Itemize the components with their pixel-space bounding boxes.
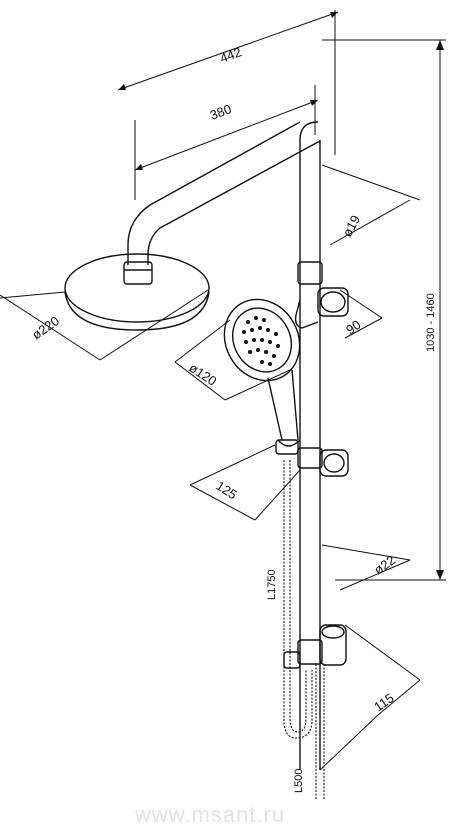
label-pipe-diameter-upper: ø19 (339, 213, 363, 240)
hand-shower-holder (294, 287, 349, 329)
label-arm-reach: 380 (208, 101, 234, 123)
label-spout-hose-length: L500 (293, 769, 305, 793)
watermark-text: www.msant.ru (134, 802, 285, 827)
hand-shower-handle (267, 369, 301, 455)
lower-slider (297, 447, 349, 477)
hand-shower-nozzles (242, 316, 280, 366)
label-hand-shower-length: 125 (213, 478, 239, 502)
label-holder-offset: 90 (343, 317, 363, 338)
label-hand-shower-diameter: ø120 (186, 360, 219, 389)
label-hose-length: L1750 (266, 569, 278, 600)
spout-hose (315, 664, 325, 800)
label-overall-depth: 442 (218, 44, 244, 66)
riser-pipe (299, 121, 321, 770)
dimension-arrows (118, 12, 444, 580)
label-bottom-offset: 115 (371, 690, 397, 714)
upper-collar (297, 261, 323, 285)
flex-hose (283, 460, 313, 739)
overhead-shower-head (64, 253, 210, 331)
mixer-unit (283, 624, 347, 669)
label-pipe-diameter-lower: ø22 (371, 552, 398, 577)
overhead-arm (127, 121, 319, 265)
label-height-range: 1030 - 1460 (425, 293, 437, 352)
dimension-lines (0, 10, 446, 771)
hand-shower-head (223, 298, 301, 382)
